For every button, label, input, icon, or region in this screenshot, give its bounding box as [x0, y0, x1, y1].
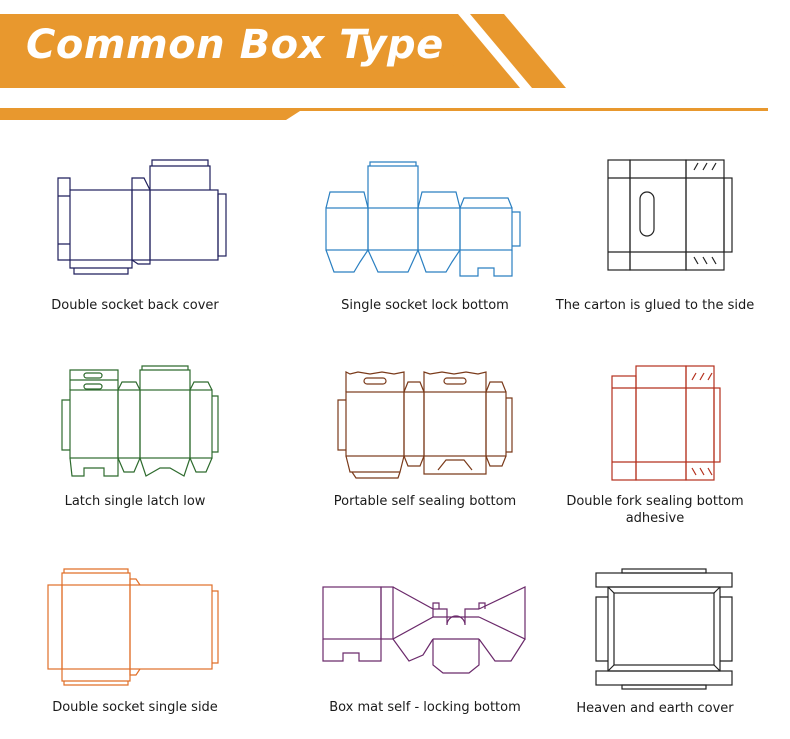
- dieline-diagram: [325, 161, 521, 277]
- box-portable-self-sealing-bottom: Portable self sealing bottom: [320, 360, 530, 520]
- box-label: Heaven and earth cover: [576, 701, 734, 716]
- dieline-diagram: [611, 365, 721, 481]
- box-label: Double socket back cover: [51, 298, 219, 313]
- dieline-diagram: [57, 159, 227, 275]
- box-label: Portable self sealing bottom: [333, 494, 517, 509]
- box-label: The carton is glued to the side: [555, 298, 755, 313]
- dieline-diagram: [607, 159, 733, 271]
- box-label: Double socket single side: [52, 700, 218, 715]
- box-carton-glued-side: The carton is glued to the side: [556, 150, 754, 320]
- dieline-diagram: [61, 365, 219, 477]
- box-latch-single-latch-low: Latch single latch low: [40, 360, 230, 520]
- box-double-socket-back-cover: Double socket back cover: [40, 150, 230, 320]
- box-label: Latch single latch low: [64, 494, 206, 509]
- dieline-diagram: [322, 586, 526, 674]
- box-label: Box mat self - locking bottom: [329, 700, 521, 715]
- dieline-diagram: [595, 568, 733, 690]
- dieline-diagram: [47, 568, 219, 686]
- box-double-socket-single-side: Double socket single side: [40, 565, 230, 725]
- page-title: Common Box Type: [26, 22, 444, 68]
- box-label: Single socket lock bottom: [341, 298, 509, 313]
- header-banner: [0, 14, 768, 120]
- box-double-fork-sealing-bottom-adhesive: Double fork sealing bottom adhesive: [560, 360, 750, 530]
- dieline-diagram: [337, 371, 513, 479]
- box-single-socket-lock-bottom: Single socket lock bottom: [320, 150, 530, 320]
- box-label: Double fork sealing bottom adhesive: [566, 494, 744, 526]
- box-heaven-and-earth-cover: Heaven and earth cover: [560, 565, 750, 725]
- box-mat-self-locking-bottom: Box mat self - locking bottom: [315, 565, 535, 725]
